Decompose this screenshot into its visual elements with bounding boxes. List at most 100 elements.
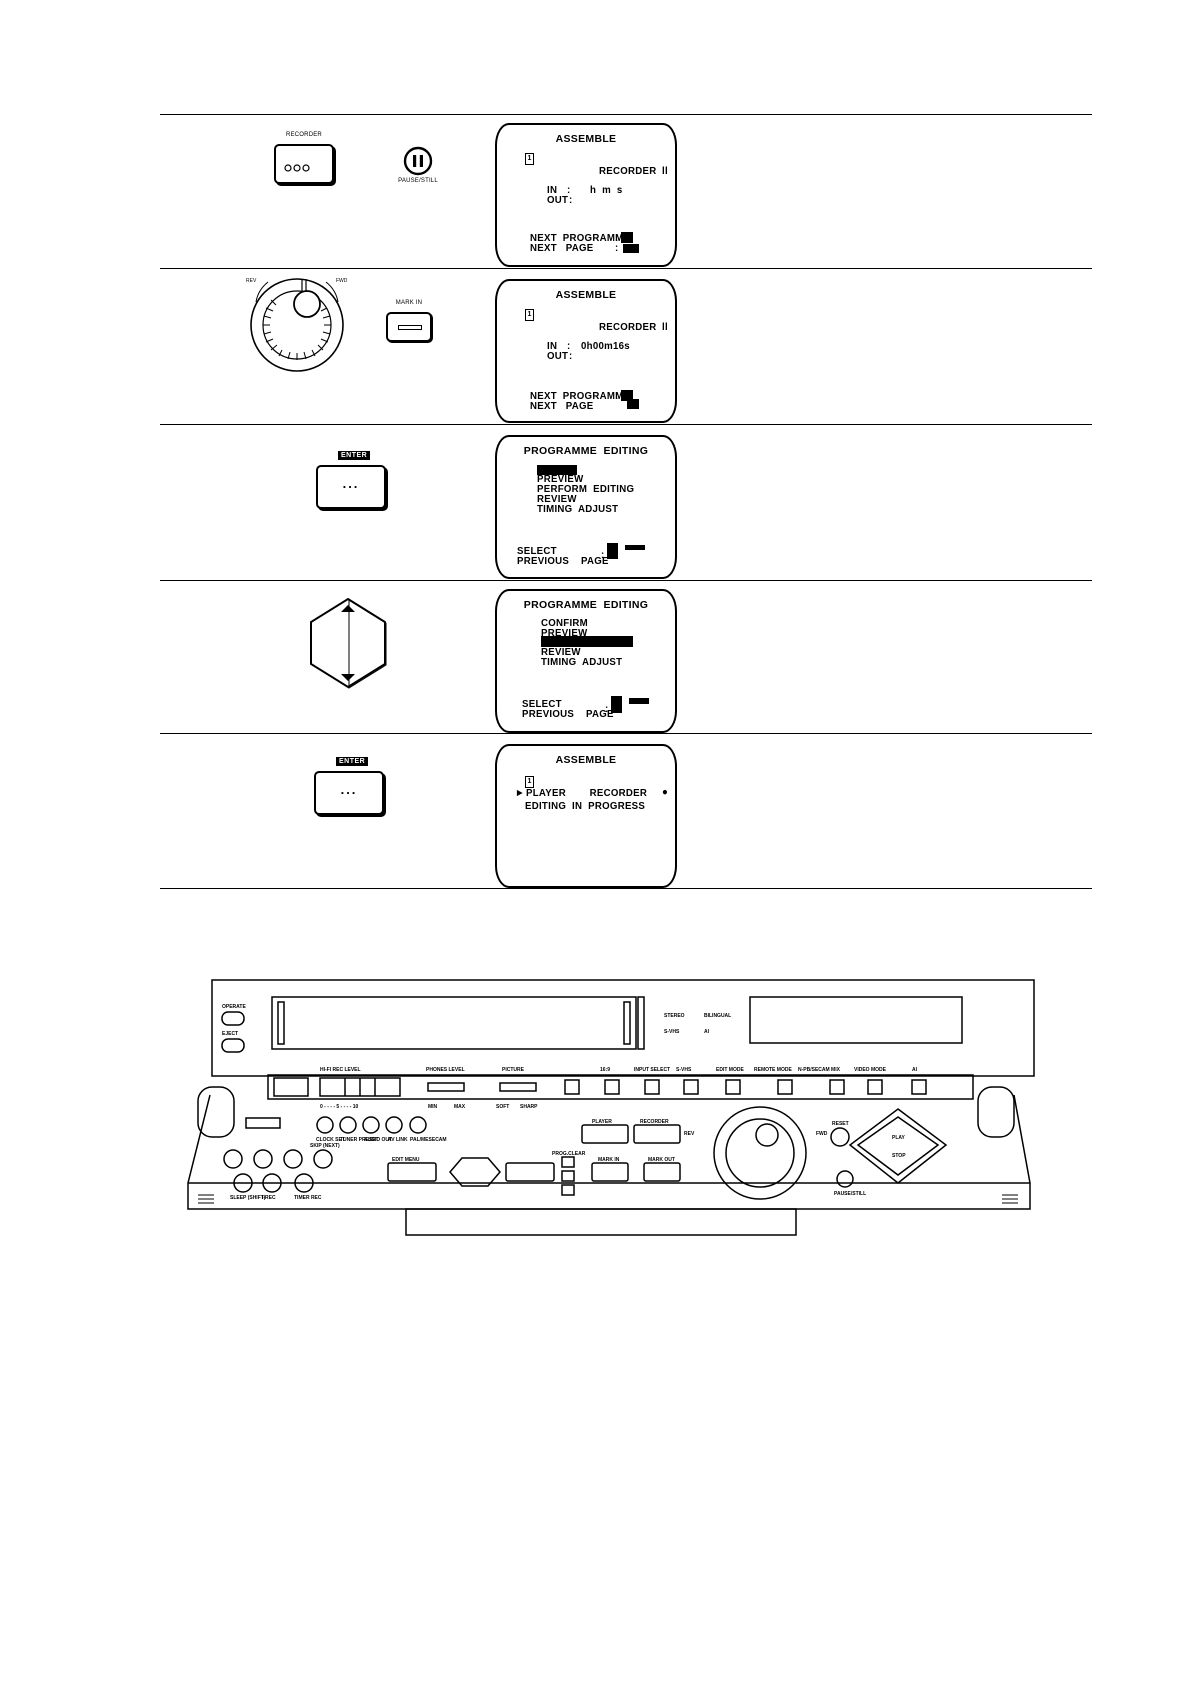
programme-number: 1 bbox=[525, 153, 534, 165]
step1-pause-still-button[interactable]: PAUSE/STILL bbox=[390, 146, 446, 192]
player-panel-label: PLAYER bbox=[592, 1119, 612, 1125]
status-recorder: RECORDER bbox=[599, 321, 657, 333]
footer-next-page: NEXT PAGE bbox=[530, 242, 594, 254]
lower-deck bbox=[187, 1094, 1031, 1210]
enter-key: ... bbox=[316, 465, 386, 509]
svg-text:FWD: FWD bbox=[336, 278, 348, 284]
display-window bbox=[749, 996, 963, 1044]
pal-mesecam-label: PAL/MESECAM bbox=[410, 1137, 447, 1143]
footer-colon: : bbox=[605, 703, 609, 715]
in-colon: : bbox=[567, 184, 571, 196]
max-label: MAX bbox=[454, 1104, 466, 1110]
status-player-recorder: PLAYER RECORDER bbox=[526, 787, 648, 799]
picture-label: PICTURE bbox=[502, 1067, 525, 1073]
screen-title: PROGRAMME EDITING bbox=[523, 445, 649, 457]
av-link-label: AV LINK bbox=[388, 1137, 408, 1143]
rule-top bbox=[160, 114, 1092, 115]
menu-item-timing-adjust: TIMING ADJUST bbox=[537, 503, 619, 515]
control-strip bbox=[267, 1074, 974, 1100]
clock-set-label: CLOCK SET bbox=[316, 1137, 345, 1143]
button-symbol bbox=[629, 698, 649, 704]
highlighted-item-bar bbox=[537, 465, 577, 475]
audio-out-label: AUDIO OUT bbox=[364, 1137, 392, 1143]
button-symbol bbox=[627, 399, 639, 409]
menu-item-preview: PREVIEW bbox=[541, 627, 588, 639]
hifi-rec-level-label: HI-FI REC LEVEL bbox=[320, 1067, 361, 1073]
screen-title: ASSEMBLE bbox=[555, 133, 617, 145]
menu-item-perform-editing: PERFORM EDITING bbox=[537, 483, 635, 495]
osd-screen-4: PROGRAMME EDITING CONFIRM PREVIEW REVIEW… bbox=[495, 589, 677, 733]
programme-number: 1 bbox=[525, 776, 534, 788]
out-colon: : bbox=[569, 350, 573, 362]
ai-indicator-label: AI bbox=[704, 1029, 710, 1035]
pause-still-round-button bbox=[836, 1170, 854, 1188]
enter-label: ENTER bbox=[338, 451, 371, 460]
top-label-npb-secam-mix: N-PB/SECAM MIX bbox=[798, 1067, 841, 1073]
skip-next-label: SKIP (NEXT) bbox=[310, 1143, 340, 1149]
pause-mark: ll bbox=[662, 321, 668, 333]
pause-mark: ll bbox=[662, 165, 668, 177]
jog-dial-icon: REV FWD bbox=[246, 278, 348, 372]
top-label-edit-mode: EDIT MODE bbox=[716, 1067, 744, 1073]
out-label: OUT bbox=[547, 194, 569, 206]
three-dots-icon bbox=[284, 164, 310, 172]
stop-label: STOP bbox=[892, 1153, 906, 1159]
rule-3 bbox=[160, 580, 1092, 581]
rule-bottom bbox=[160, 888, 1092, 889]
vcr-front-panel: OPERATE EJECT STEREO BILINGUAL S-VHS AI … bbox=[187, 979, 1035, 1236]
footer-previous-page: PREVIOUS PAGE bbox=[517, 555, 609, 567]
enter-key: ... bbox=[314, 771, 384, 815]
front-flap bbox=[405, 1208, 797, 1236]
button-symbol bbox=[625, 545, 645, 550]
menu-item-timing-adjust: TIMING ADJUST bbox=[541, 656, 623, 668]
top-label-16-9: 16:9 bbox=[600, 1067, 610, 1073]
toggle-switches bbox=[564, 1079, 927, 1095]
button-symbol bbox=[621, 232, 633, 243]
step2-jog-dial[interactable]: REV FWD bbox=[244, 272, 350, 376]
rule-2 bbox=[160, 424, 1092, 425]
step3-enter-button[interactable]: ENTER ... bbox=[316, 451, 388, 511]
pause-still-label: PAUSE/STILL bbox=[398, 178, 438, 184]
menu-item-review: REVIEW bbox=[541, 646, 581, 658]
svhs-label: S-VHS bbox=[664, 1029, 680, 1035]
screen-title: ASSEMBLE bbox=[555, 289, 617, 301]
footer-next-page: NEXT PAGE bbox=[530, 400, 594, 412]
top-label-ai: AI bbox=[912, 1067, 918, 1073]
jog-dial bbox=[713, 1106, 807, 1200]
mark-out-panel-label: MARK OUT bbox=[648, 1157, 675, 1163]
osd-screen-2: ASSEMBLE 1 RECORDER ll IN : 0h00m16s OUT… bbox=[495, 279, 677, 423]
edit-hexagon-button bbox=[449, 1157, 501, 1187]
player-button bbox=[581, 1124, 629, 1144]
irec-label: I-REC bbox=[262, 1195, 276, 1201]
recorder-panel-label: RECORDER bbox=[640, 1119, 669, 1125]
mark-in-panel-label: MARK IN bbox=[598, 1157, 620, 1163]
transport-pad bbox=[848, 1108, 948, 1184]
edit-menu-button bbox=[387, 1162, 437, 1182]
mark-in-key bbox=[386, 312, 432, 342]
in-label: IN bbox=[547, 184, 558, 196]
mark-in-button bbox=[591, 1162, 629, 1182]
step2-mark-in-button[interactable]: MARK IN bbox=[384, 300, 434, 344]
menu-item-confirm: CONFIRM bbox=[541, 617, 589, 629]
step5-enter-button[interactable]: ENTER ... bbox=[314, 757, 386, 817]
button-symbol bbox=[621, 390, 633, 401]
svg-text:REV: REV bbox=[246, 278, 257, 284]
sharp-label: SHARP bbox=[520, 1104, 538, 1110]
button-symbol bbox=[611, 696, 622, 713]
edit-menu-label: EDIT MENU bbox=[392, 1157, 420, 1163]
step4-up-down-button[interactable] bbox=[308, 596, 388, 690]
footer-colon: : bbox=[601, 549, 605, 561]
panel-top-body bbox=[211, 979, 1035, 1077]
recorder-key bbox=[274, 144, 334, 184]
footer-colon: : bbox=[615, 390, 619, 402]
in-value: h m s bbox=[590, 184, 623, 196]
recorder-label: RECORDER bbox=[286, 132, 322, 138]
top-label-video-mode: VIDEO MODE bbox=[854, 1067, 887, 1073]
fwd-label: FWD bbox=[816, 1131, 828, 1137]
mark-in-label: MARK IN bbox=[395, 300, 423, 306]
mark-in-slot bbox=[398, 325, 422, 330]
step1-recorder-button[interactable]: RECORDER bbox=[272, 132, 336, 190]
in-label: IN bbox=[547, 340, 558, 352]
screen-title: ASSEMBLE bbox=[555, 754, 617, 766]
play-arrow-icon: ► bbox=[515, 787, 525, 799]
